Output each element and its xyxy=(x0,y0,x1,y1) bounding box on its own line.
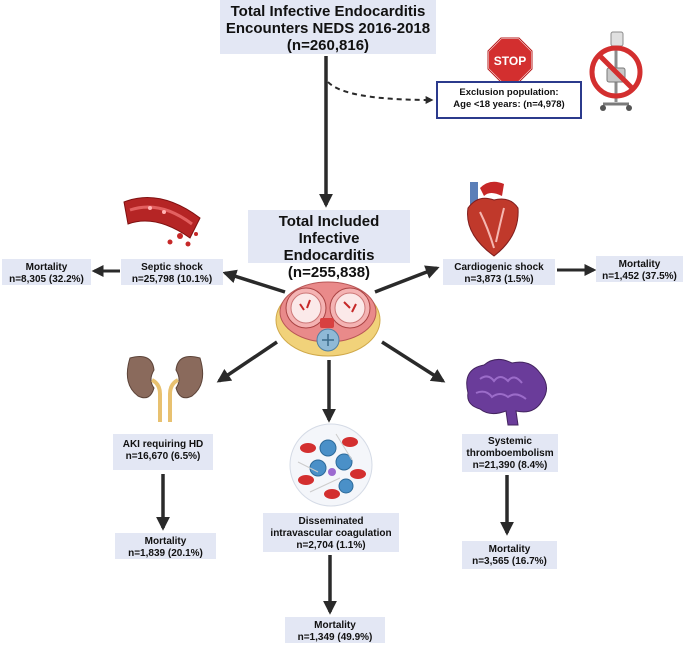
embolism-label-line1: Systemic xyxy=(488,436,532,447)
dic-box: Disseminated intravascular coagulation n… xyxy=(263,513,399,552)
septic-mortality-label: Mortality xyxy=(25,262,68,273)
embolism-count: n=21,390 (8.4%) xyxy=(472,460,548,471)
total-included-count: (n=255,838) xyxy=(287,264,371,281)
stop-sign-text: STOP xyxy=(494,54,526,68)
arrow-to-cardiogenic xyxy=(374,265,440,294)
total-included-line1: Total Included xyxy=(278,213,380,230)
embolism-box: Systemic thromboembolism n=21,390 (8.4%) xyxy=(462,434,558,472)
dic-label-line1: Disseminated xyxy=(298,516,364,527)
arrow-to-embolism xyxy=(381,340,446,383)
stop-sign-icon: STOP xyxy=(487,37,533,83)
exclusion-box: Exclusion population: Age <18 years: (n=… xyxy=(436,81,582,119)
embolism-mortality-label: Mortality xyxy=(488,544,531,555)
aki-mortality-count: n=1,839 (20.1%) xyxy=(128,548,203,559)
kidneys-icon xyxy=(126,356,204,422)
embolism-mortality-count: n=3,565 (16.7%) xyxy=(472,556,547,567)
total-encounters-line1: Total Infective Endocarditis xyxy=(230,3,426,20)
cardiogenic-shock-count: n=3,873 (1.5%) xyxy=(464,274,534,285)
dic-mortality-label: Mortality xyxy=(314,620,356,631)
cardiogenic-mortality-box: Mortality n=1,452 (37.5%) xyxy=(596,256,683,282)
valve-cross-section-icon xyxy=(275,281,381,357)
septic-shock-box: Septic shock n=25,798 (10.1%) xyxy=(121,259,223,285)
cardiogenic-shock-label: Cardiogenic shock xyxy=(454,262,544,273)
arrow-to-aki xyxy=(216,340,278,383)
embolism-mortality-box: Mortality n=3,565 (16.7%) xyxy=(462,541,557,569)
dic-mortality-count: n=1,349 (49.9%) xyxy=(297,632,373,643)
exclusion-count: Age <18 years: (n=4,978) xyxy=(453,99,565,110)
septic-mortality-box: Mortality n=8,305 (32.2%) xyxy=(2,259,91,285)
dic-label-line2: intravascular coagulation xyxy=(270,528,392,539)
aki-mortality-label: Mortality xyxy=(144,536,187,547)
arrow-to-septic xyxy=(222,269,286,294)
arrow-to-exclusion xyxy=(327,81,434,104)
heart-icon xyxy=(467,181,519,257)
blood-vessel-icon xyxy=(123,197,201,247)
cardiogenic-shock-box: Cardiogenic shock n=3,873 (1.5%) xyxy=(443,259,555,285)
total-included-box: Total Included Infective Endocarditis (n… xyxy=(248,210,410,281)
blood-cells-icon xyxy=(289,423,373,507)
total-encounters-line2: Encounters NEDS 2016-2018 xyxy=(225,20,431,37)
aki-label: AKI requiring HD xyxy=(122,439,204,450)
exclusion-title: Exclusion population: xyxy=(459,87,559,98)
total-encounters-count: (n=260,816) xyxy=(286,37,370,54)
cardiogenic-mortality-count: n=1,452 (37.5%) xyxy=(602,271,677,282)
dic-count: n=2,704 (1.1%) xyxy=(296,540,366,551)
total-included-line2: Infective Endocarditis xyxy=(283,230,375,264)
brain-icon xyxy=(466,359,547,426)
septic-shock-label: Septic shock xyxy=(141,262,203,273)
aki-box: AKI requiring HD n=16,670 (6.5%) xyxy=(113,434,213,470)
septic-mortality-count: n=8,305 (32.2%) xyxy=(9,274,84,285)
aki-count: n=16,670 (6.5%) xyxy=(125,451,201,462)
total-encounters-box: Total Infective Endocarditis Encounters … xyxy=(220,0,436,54)
septic-shock-count: n=25,798 (10.1%) xyxy=(131,274,213,285)
aki-mortality-box: Mortality n=1,839 (20.1%) xyxy=(115,533,216,559)
no-iv-pole-icon xyxy=(589,31,643,111)
cardiogenic-mortality-label: Mortality xyxy=(618,259,661,270)
dic-mortality-box: Mortality n=1,349 (49.9%) xyxy=(285,617,385,643)
embolism-label-line2: thromboembolism xyxy=(466,448,554,459)
